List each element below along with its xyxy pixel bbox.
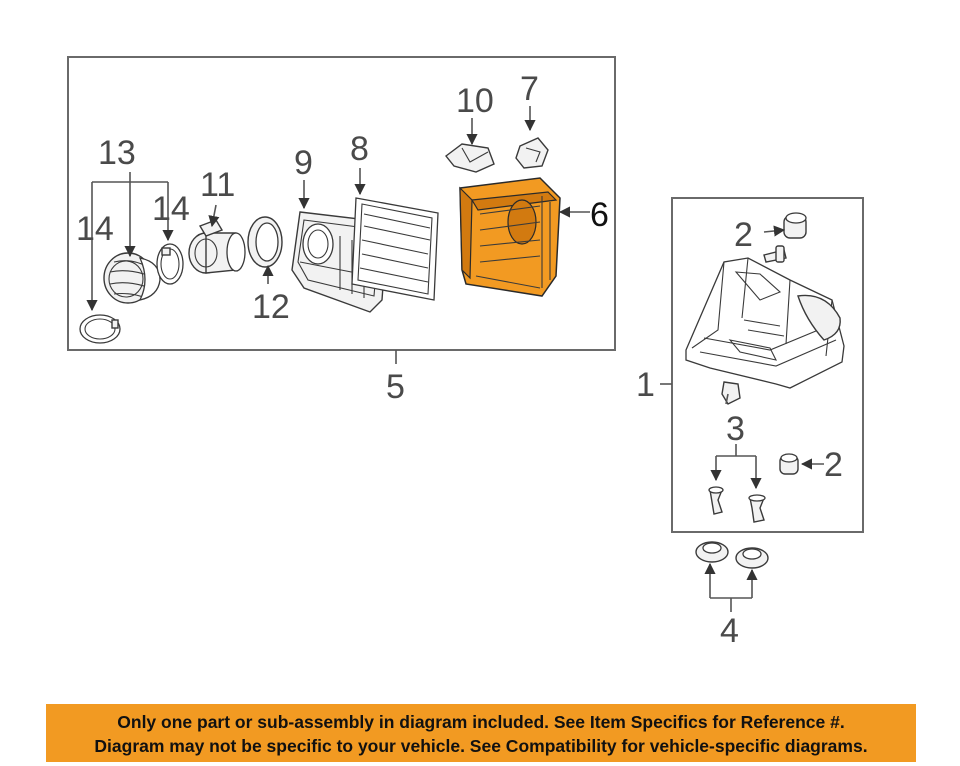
part-13-intake-duct[interactable] [103, 252, 161, 304]
part-bolt[interactable] [763, 245, 787, 263]
disclaimer-banner: Only one part or sub-assembly in diagram… [46, 704, 916, 762]
part-2-grommet-lower[interactable] [779, 453, 799, 475]
part-11-sensor[interactable] [188, 219, 246, 274]
callout-7: 7 [520, 70, 539, 108]
leader-lines [86, 106, 824, 612]
callout-14-middle: 14 [152, 190, 190, 228]
callout-4: 4 [720, 612, 739, 650]
callout-11: 11 [200, 166, 235, 204]
callout-14-left: 14 [76, 210, 114, 248]
part-12-seal[interactable] [247, 216, 283, 268]
callout-2-lower: 2 [824, 446, 843, 484]
part-1-airbox[interactable] [685, 257, 845, 389]
disclaimer-banner-bg [46, 704, 916, 762]
part-14-clamp-middle[interactable] [156, 243, 184, 285]
callout-13: 13 [98, 134, 136, 172]
callout-labels: 13 14 14 11 12 9 8 10 7 6 5 1 2 2 3 4 [76, 70, 843, 650]
callout-3: 3 [726, 410, 745, 448]
part-4-mounts[interactable] [695, 541, 769, 569]
callout-2-upper: 2 [734, 216, 753, 254]
part-3-push-pins[interactable] [708, 486, 766, 523]
callout-1: 1 [636, 366, 655, 404]
callout-8: 8 [350, 130, 369, 168]
callout-12: 12 [252, 288, 290, 326]
part-6-lower-housing[interactable] [459, 177, 561, 297]
assembly-1-frame [671, 197, 864, 533]
part-14-clamp-left[interactable] [79, 314, 121, 344]
part-7-clip[interactable] [515, 137, 549, 169]
part-8-filter[interactable] [351, 197, 439, 301]
callout-6: 6 [590, 196, 609, 234]
part-2-grommet-upper[interactable] [783, 212, 807, 239]
part-10-bracket[interactable] [445, 143, 495, 173]
disclaimer-line-1: Only one part or sub-assembly in diagram… [117, 712, 845, 732]
callout-5: 5 [386, 368, 405, 406]
part-clip-small[interactable] [721, 381, 741, 405]
callout-9: 9 [294, 144, 313, 182]
assembly-5-frame [67, 56, 616, 351]
disclaimer-line-2: Diagram may not be specific to your vehi… [94, 736, 868, 756]
callout-10: 10 [456, 82, 494, 120]
